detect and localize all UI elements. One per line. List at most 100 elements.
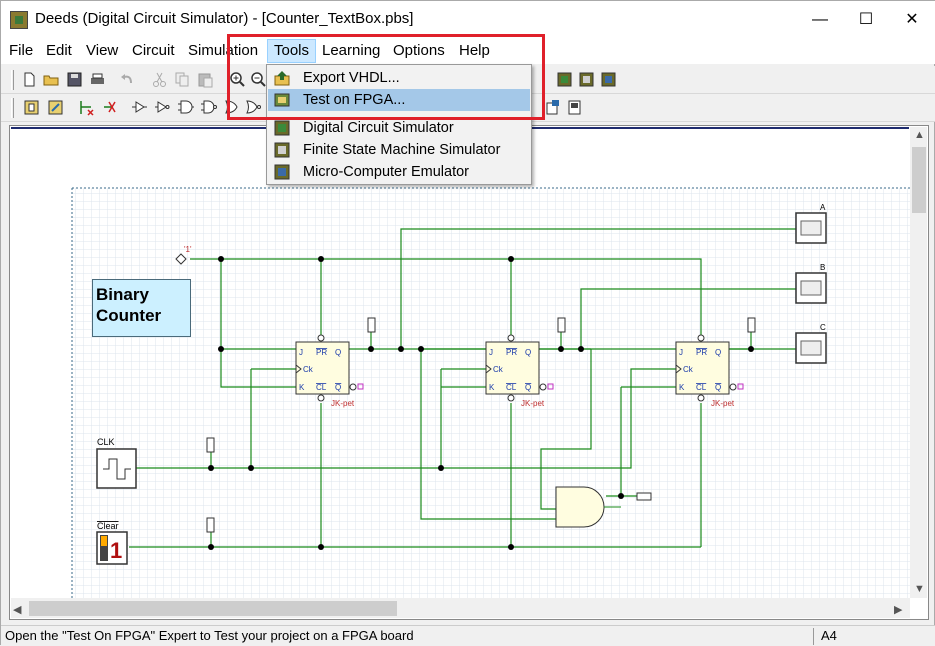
ff3-q-pin: Q — [715, 348, 721, 357]
status-bar: Open the "Test On FPGA" Expert to Test y… — [1, 625, 935, 646]
scroll-left-arrow-icon[interactable]: ◀ — [13, 604, 22, 616]
clear-switch-value: 1 — [110, 538, 122, 563]
wire-tool-icon[interactable] — [78, 99, 95, 116]
fsm-chip-icon — [274, 142, 290, 158]
tools-dropdown-menu: Export VHDL... Test on FPGA... Digital C… — [266, 64, 532, 185]
cut-icon[interactable] — [151, 71, 168, 88]
red-highlight-annotation — [227, 34, 545, 120]
menu-learning[interactable]: Learning — [322, 42, 381, 59]
menu-item-micro-computer-emulator[interactable]: Micro-Computer Emulator — [268, 161, 530, 183]
binary-counter-textbox[interactable]: Binary Counter — [92, 279, 191, 337]
zoom-in-icon[interactable] — [229, 71, 246, 88]
output-a-label: A — [820, 203, 826, 212]
ff1-ck-pin: Ck — [303, 365, 314, 374]
menu-circuit[interactable]: Circuit — [132, 42, 175, 59]
clock-label: CLK — [97, 437, 115, 447]
clock-source[interactable] — [96, 448, 137, 489]
maximize-button[interactable]: ☐ — [858, 11, 874, 28]
menu-simulation[interactable]: Simulation — [188, 42, 259, 59]
output-c-label: C — [820, 323, 826, 332]
chip-icon-2[interactable] — [578, 71, 595, 88]
status-page-size: A4 — [821, 628, 837, 643]
toolbar-grip[interactable] — [11, 70, 14, 90]
status-message: Open the "Test On FPGA" Expert to Test y… — [5, 628, 414, 643]
jk-flipflop-3[interactable]: J PR Q Ck K CL Q JK-pet — [675, 334, 744, 408]
menu-item-fsm-simulator[interactable]: Finite State Machine Simulator — [268, 139, 530, 161]
menu-item-test-on-fpga[interactable]: Test on FPGA... — [268, 89, 530, 111]
menu-tools[interactable]: Tools — [267, 39, 317, 63]
zoom-out-icon[interactable] — [250, 71, 267, 88]
toolbar-grip-2[interactable] — [11, 98, 14, 118]
output-b-label: B — [820, 263, 825, 272]
clear-switch[interactable] — [96, 531, 128, 565]
ff1-qn-pin: Q — [335, 383, 341, 392]
ff1-pr-pin: PR — [316, 348, 327, 357]
probe-group[interactable] — [206, 317, 756, 533]
nand-gate-icon[interactable] — [200, 99, 217, 116]
undo-icon[interactable] — [119, 71, 136, 88]
menu-item-digital-circuit-simulator[interactable]: Digital Circuit Simulator — [268, 117, 530, 139]
component-select-icon[interactable] — [23, 99, 40, 116]
menu-bar: File Edit View Circuit Simulation Tools … — [1, 38, 935, 64]
open-folder-icon[interactable] — [43, 71, 60, 88]
wire-delete-icon[interactable] — [101, 99, 118, 116]
constant-one-symbol[interactable] — [175, 253, 187, 265]
chip-icon-3[interactable] — [600, 71, 617, 88]
menu-options[interactable]: Options — [393, 42, 445, 59]
ff1-q-pin: Q — [335, 348, 341, 357]
paste-icon[interactable] — [197, 71, 214, 88]
and-gate[interactable] — [555, 486, 605, 528]
jk-flipflop-2[interactable]: J PR Q Ck K CL Q JK-pet — [485, 334, 554, 408]
export-vhdl-icon — [274, 71, 290, 86]
menu-help[interactable]: Help — [459, 42, 490, 59]
ff2-qn-pin: Q — [525, 383, 531, 392]
menu-view[interactable]: View — [86, 42, 119, 59]
textbox-line-1: Binary — [96, 285, 149, 304]
and-gate-icon[interactable] — [177, 99, 194, 116]
close-button[interactable]: ✕ — [905, 11, 919, 28]
horizontal-scroll-thumb[interactable] — [29, 601, 397, 616]
menu-file[interactable]: File — [9, 42, 34, 59]
copy-icon[interactable] — [174, 71, 191, 88]
fpga-chip-icon — [274, 93, 290, 107]
ff2-k-pin: K — [489, 383, 495, 392]
circuit-chip-icon — [274, 120, 290, 136]
nor-gate-icon[interactable] — [245, 99, 262, 116]
minimize-button[interactable]: — — [812, 11, 828, 28]
output-leds[interactable] — [795, 212, 827, 364]
ff3-cl-pin: CL — [696, 383, 707, 392]
junction-dots — [208, 256, 754, 550]
new-file-icon[interactable] — [21, 71, 38, 88]
scroll-down-arrow-icon[interactable]: ▼ — [914, 583, 925, 595]
menu-item-export-vhdl[interactable]: Export VHDL... — [268, 67, 530, 89]
component-box-icon[interactable] — [47, 99, 64, 116]
not-gate-icon[interactable] — [154, 99, 171, 116]
menu-edit[interactable]: Edit — [46, 42, 72, 59]
ff3-ck-pin: Ck — [683, 365, 694, 374]
scroll-right-arrow-icon[interactable]: ▶ — [894, 604, 903, 616]
title-bar: Deeds (Digital Circuit Simulator) - [Cou… — [1, 1, 935, 38]
ff2-pr-pin: PR — [506, 348, 517, 357]
jk-flipflop-1[interactable]: J PR Q Ck K CL Q JK-pet — [295, 334, 364, 408]
ff2-name-label: JK-pet — [521, 399, 545, 408]
scroll-up-arrow-icon[interactable]: ▲ — [914, 129, 925, 141]
deeds-app-icon — [10, 11, 28, 29]
micro-chip-icon — [274, 164, 290, 180]
schematic-drawing[interactable]: '1' J PR Q Ck K CL Q JK-pet J PR Q Ck K … — [11, 129, 910, 598]
component-display-icon[interactable] — [566, 99, 583, 116]
clear-label: Clear — [97, 521, 119, 531]
chip-icon-1[interactable] — [556, 71, 573, 88]
vertical-scrollbar[interactable] — [910, 127, 927, 598]
save-icon[interactable] — [66, 71, 83, 88]
ff2-ck-pin: Ck — [493, 365, 504, 374]
buffer-gate-icon[interactable] — [131, 99, 148, 116]
component-chip-icon[interactable] — [544, 99, 561, 116]
print-icon[interactable] — [89, 71, 106, 88]
status-separator — [813, 628, 814, 645]
ff3-pr-pin: PR — [696, 348, 707, 357]
ff1-k-pin: K — [299, 383, 305, 392]
ff1-cl-pin: CL — [316, 383, 327, 392]
constant-one-label: '1' — [184, 245, 192, 254]
vertical-scroll-thumb[interactable] — [912, 147, 926, 213]
